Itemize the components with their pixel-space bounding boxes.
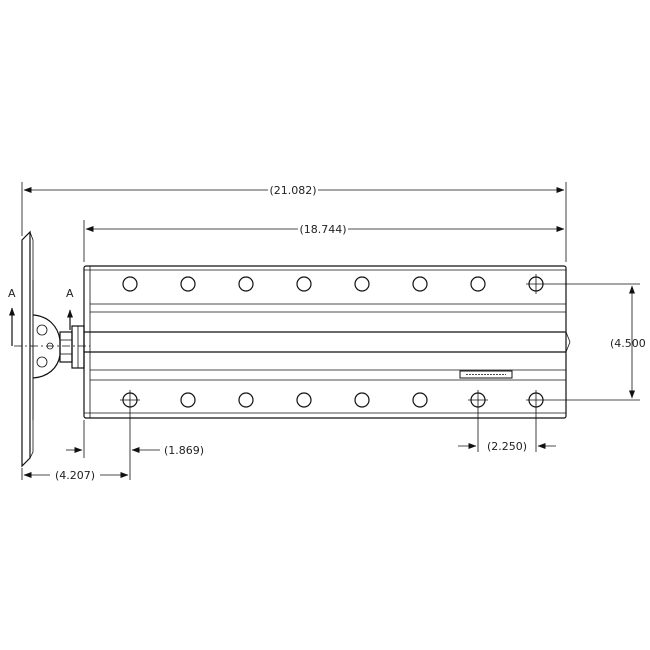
dim-base-offset: (4.207) (21, 468, 129, 482)
dim-rail-length-text: (18.744) (299, 223, 346, 236)
base-plate (14, 230, 90, 468)
rail-body (83, 265, 571, 419)
hole (180, 392, 196, 408)
section-cut-left: A (8, 287, 16, 346)
hole (180, 276, 196, 292)
hole (354, 276, 370, 292)
section-cut-right: A (66, 287, 74, 330)
dim-hole-row-spacing-text: (4.500 (610, 337, 646, 350)
hole (296, 392, 312, 408)
dim-end-hole-offset-text: (1.869) (164, 444, 204, 457)
dim-hole-row-spacing: (4.500 (546, 283, 646, 401)
hole (354, 392, 370, 408)
section-label-left: A (8, 287, 16, 300)
dim-hole-pitch-text: (2.250) (487, 440, 527, 453)
dim-overall-length-text: (21.082) (269, 184, 316, 197)
hole (122, 276, 138, 292)
dim-hole-pitch: (2.250) (458, 410, 556, 453)
dim-rail-length: (18.744) (83, 220, 565, 262)
hole (412, 276, 428, 292)
bottom-hole-row (120, 390, 546, 410)
top-hole-row (122, 274, 546, 294)
dim-end-hole-offset: (1.869) (66, 410, 204, 480)
dim-base-offset-text: (4.207) (55, 469, 95, 482)
hole (412, 392, 428, 408)
hole (470, 276, 486, 292)
hole (238, 276, 254, 292)
hole (296, 276, 312, 292)
hole (238, 392, 254, 408)
dim-overall-length: (21.082) (21, 182, 567, 262)
section-label-right: A (66, 287, 74, 300)
